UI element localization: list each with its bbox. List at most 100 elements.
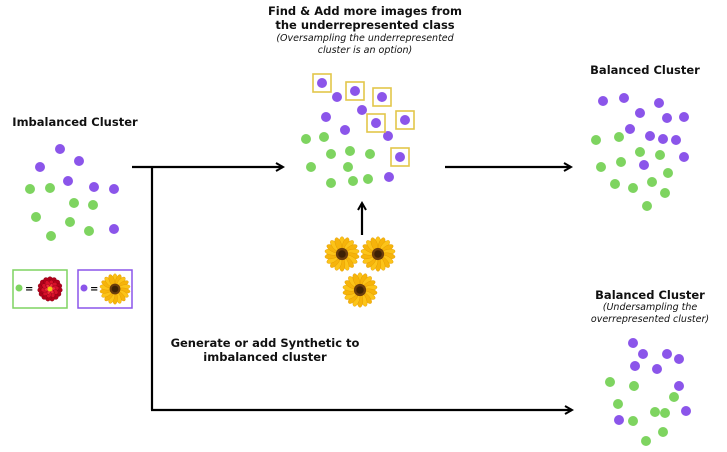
purple-dot (674, 381, 684, 391)
purple-dot (371, 118, 381, 128)
purple-dot (340, 125, 350, 135)
purple-dot (63, 176, 73, 186)
purple-dot (350, 86, 360, 96)
purple-dot (662, 349, 672, 359)
legend-green-equals: = (25, 284, 33, 295)
imbalanced-cluster-title: Imbalanced Cluster (10, 115, 140, 129)
find-title-line-1: Find & Add more images from (267, 4, 463, 18)
green-dot (605, 377, 615, 387)
sunflower-icon (99, 273, 131, 305)
purple-dot (357, 105, 367, 115)
purple-dot (55, 144, 65, 154)
purple-dot (377, 92, 387, 102)
purple-dot (658, 134, 668, 144)
green-dot (669, 392, 679, 402)
legend-green-dot (15, 284, 23, 292)
purple-dot (645, 131, 655, 141)
green-dot (614, 132, 624, 142)
purple-dot (74, 156, 84, 166)
green-dot (613, 399, 623, 409)
green-dot (88, 200, 98, 210)
purple-dot (625, 124, 635, 134)
balanced-cluster-top-title: Balanced Cluster (575, 63, 715, 77)
generate-line-2: imbalanced cluster (203, 350, 327, 365)
green-dot (629, 381, 639, 391)
green-dot (345, 146, 355, 156)
green-dot (45, 183, 55, 193)
green-dot (616, 157, 626, 167)
generate-line-1: Generate or add Synthetic to (170, 336, 360, 350)
green-dot (596, 162, 606, 172)
purple-dot (679, 112, 689, 122)
purple-dot (317, 78, 327, 88)
purple-dot (321, 112, 331, 122)
green-dot (46, 231, 56, 241)
green-dot (84, 226, 94, 236)
green-dot (650, 407, 660, 417)
find-note-line-2: cluster is an option) (317, 44, 413, 56)
green-dot (319, 132, 329, 142)
purple-dot (619, 93, 629, 103)
purple-dot (395, 152, 405, 162)
green-dot (65, 217, 75, 227)
balanced-bottom-note-1: (Undersampling the (602, 302, 698, 314)
green-dot (301, 134, 311, 144)
green-dot (326, 178, 336, 188)
red-dahlia-icon (37, 276, 63, 302)
purple-dot (628, 338, 638, 348)
green-dot (663, 168, 673, 178)
purple-dot (654, 98, 664, 108)
added-image-highlight-box (345, 81, 365, 101)
purple-dot (639, 160, 649, 170)
balanced-top-label: Balanced Cluster (590, 63, 700, 77)
legend-purple-equals: = (90, 284, 98, 295)
cluster-balancedBottom (605, 338, 691, 446)
green-dot (641, 436, 651, 446)
balanced-bottom-note-2: overrepresented cluster) (590, 314, 710, 326)
legend: = = (12, 269, 133, 309)
purple-dot (635, 108, 645, 118)
balanced-bottom-label: Balanced Cluster (595, 288, 705, 302)
cluster-balancedTop (591, 93, 689, 211)
green-dot (660, 408, 670, 418)
green-dot (591, 135, 601, 145)
purple-dot (681, 406, 691, 416)
purple-dot (400, 115, 410, 125)
green-dot (628, 183, 638, 193)
generate-synthetic-title: Generate or add Synthetic to imbalanced … (165, 336, 365, 365)
green-dot (343, 162, 353, 172)
purple-dot (384, 172, 394, 182)
purple-dot (638, 349, 648, 359)
added-image-highlight-box (372, 87, 392, 107)
green-dot (658, 427, 668, 437)
oversampling-title: Find & Add more images from the underrep… (250, 4, 480, 57)
purple-dot (662, 113, 672, 123)
green-dot (69, 198, 79, 208)
find-title-line-2: the underrepresented class (275, 18, 455, 33)
arrows (132, 167, 572, 410)
sunflower-icon (360, 236, 396, 272)
purple-dot (630, 361, 640, 371)
green-dot (348, 176, 358, 186)
green-dot (25, 184, 35, 194)
green-dot (363, 174, 373, 184)
added-image-highlight-box (366, 113, 386, 133)
green-dot (31, 212, 41, 222)
purple-dot (332, 92, 342, 102)
purple-dot (89, 182, 99, 192)
purple-dot (383, 131, 393, 141)
green-dot (635, 147, 645, 157)
purple-dot (35, 162, 45, 172)
purple-dot (671, 135, 681, 145)
green-dot (628, 416, 638, 426)
green-dot (306, 162, 316, 172)
purple-dot (109, 224, 119, 234)
green-dot (610, 179, 620, 189)
green-dot (365, 149, 375, 159)
green-dot (642, 201, 652, 211)
find-note-line-1: (Oversampling the underrepresented (276, 32, 454, 44)
legend-purple-dot (80, 284, 88, 292)
purple-dot (614, 415, 624, 425)
added-image-highlight-box (390, 147, 410, 167)
purple-dot (679, 152, 689, 162)
